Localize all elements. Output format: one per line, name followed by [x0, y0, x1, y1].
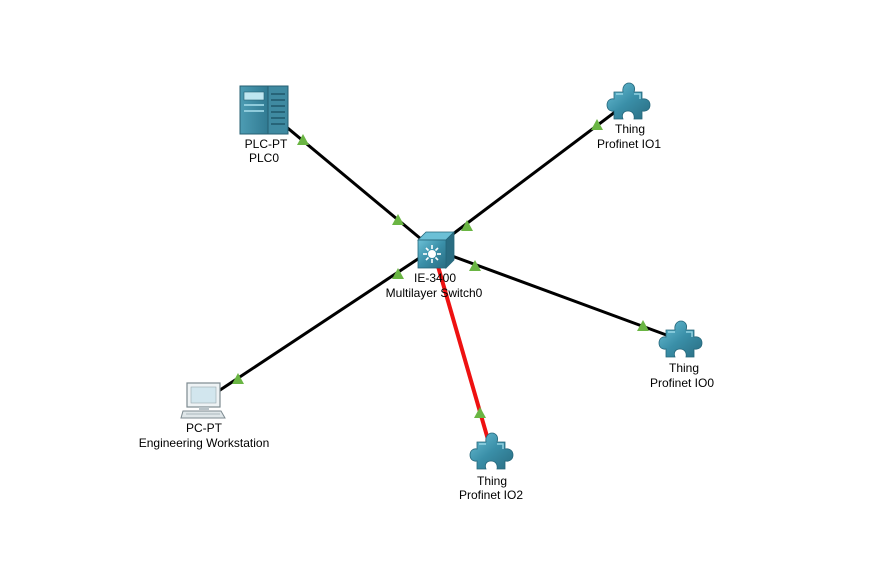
link-indicator-switch-pc	[392, 268, 404, 279]
io0-type-label: Thing	[668, 361, 700, 375]
link-indicator-switch-plc	[392, 214, 404, 225]
puzzle-thing-icon-io2[interactable]	[469, 432, 514, 470]
link-indicator-switch-io1	[461, 220, 473, 231]
link-indicator-io0	[637, 320, 649, 331]
io2-name-label: Profinet IO2	[458, 488, 524, 502]
pc-type-label: PC-PT	[186, 421, 222, 435]
link-indicator-plc	[297, 134, 309, 145]
io2-type-label: Thing	[476, 474, 508, 488]
io1-name-label: Profinet IO1	[596, 137, 662, 151]
link-plc-switch[interactable]	[265, 108, 434, 251]
io1-type-label: Thing	[614, 122, 646, 136]
pc-name-label: Engineering Workstation	[138, 436, 270, 450]
io0-name-label: Profinet IO0	[649, 376, 715, 390]
plc-icon[interactable]	[239, 85, 289, 135]
link-indicator-io1	[591, 119, 603, 130]
plc-type-label: PLC-PT	[244, 137, 288, 151]
multilayer-switch-icon[interactable]	[417, 231, 455, 269]
pc-icon[interactable]	[180, 382, 226, 419]
link-indicator-pc	[232, 373, 244, 384]
link-indicator-switch-io0	[469, 260, 481, 271]
link-indicator-io2	[474, 407, 486, 418]
switch-name-label: Multilayer Switch0	[385, 286, 483, 300]
plc-name-label: PLC0	[248, 151, 280, 165]
switch-type-label: IE-3400	[413, 271, 457, 285]
puzzle-thing-icon-io0[interactable]	[658, 320, 703, 358]
